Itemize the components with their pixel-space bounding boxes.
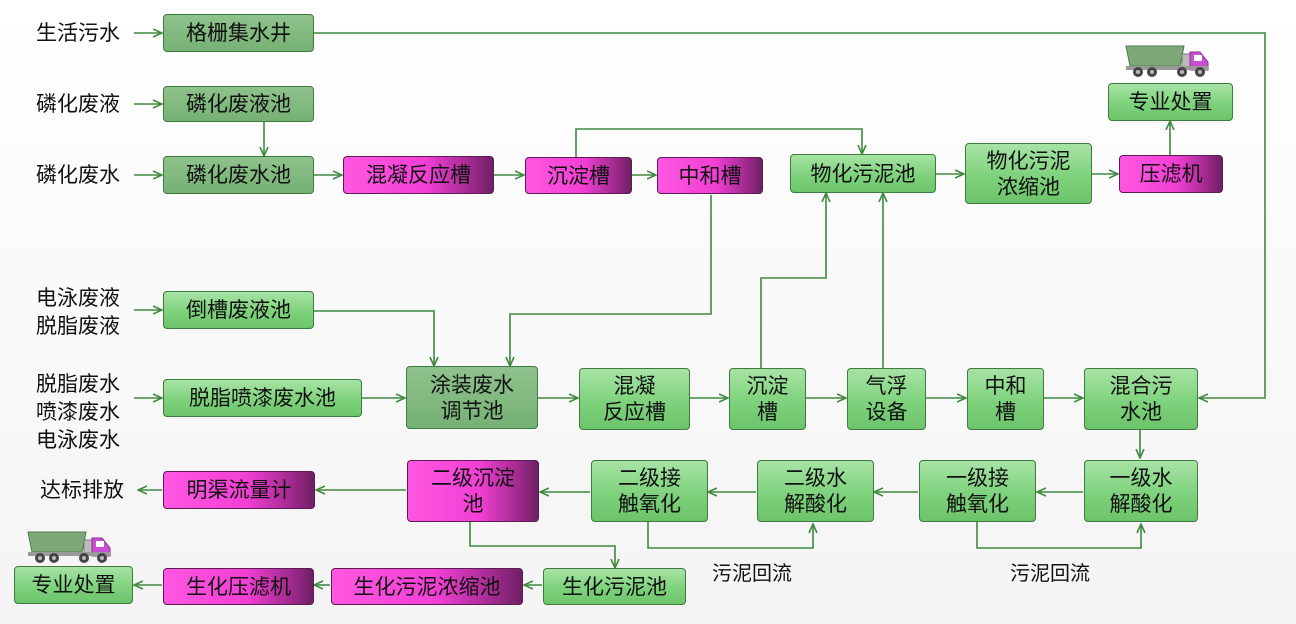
label-degrease-liquid: 脱脂废液 [36, 314, 120, 338]
bio-sludge-tank-box: 生化污泥池 [543, 568, 686, 605]
air-flotation-box: 气浮 设备 [847, 368, 926, 430]
edge-reflux-2 [647, 522, 813, 549]
phos-water-tank-box: 磷化废水池 [163, 156, 314, 194]
label-degrease-water: 脱脂废水 [36, 372, 120, 396]
hydrolysis-2-box: 二级水 解酸化 [757, 460, 874, 522]
contact-oxidation-2-box: 二级接 触氧化 [591, 460, 708, 522]
mixed-sewage-tank-box: 混合污 水池 [1084, 368, 1198, 430]
flow-meter-box: 明渠流量计 [163, 471, 315, 509]
neutral-tank-2-box: 中和 槽 [967, 368, 1044, 430]
label-phos-water: 磷化废水 [36, 163, 120, 187]
edge-sed2-physludge [760, 193, 826, 368]
truck-icon [27, 531, 111, 563]
sed-tank-1-box: 沉淀槽 [525, 157, 632, 194]
disposal-top-box: 专业处置 [1108, 83, 1233, 121]
disposal-bottom-box: 专业处置 [14, 566, 133, 604]
bio-filter-press-box: 生化压滤机 [163, 568, 314, 605]
phos-liquid-tank-box: 磷化废液池 [163, 86, 314, 122]
edge-neutral-equal [510, 195, 712, 366]
paint-equalization-tank-box: 涂装废水 调节池 [406, 366, 538, 429]
coag-tank-1-box: 混凝反应槽 [343, 156, 494, 194]
phys-sludge-tank-box: 物化污泥池 [790, 154, 936, 193]
edge-waste-equal [314, 310, 434, 366]
label-spray-water: 喷漆废水 [36, 400, 120, 424]
contact-oxidation-1-box: 一级接 触氧化 [919, 460, 1036, 522]
label-edeg-liquid: 电泳废液 [36, 286, 120, 310]
phys-sludge-thickener-box: 物化污泥 浓缩池 [965, 143, 1092, 204]
coag-tank-2-box: 混凝 反应槽 [579, 368, 690, 430]
sed-tank-2-box: 沉淀 槽 [729, 368, 806, 430]
neutral-tank-1-box: 中和槽 [657, 157, 763, 194]
edge-reflux-1 [976, 522, 1141, 549]
label-discharge: 达标排放 [40, 478, 124, 502]
label-phos-liquid: 磷化废液 [36, 92, 120, 116]
degrease-spray-tank-box: 脱脂喷漆废水池 [163, 379, 362, 417]
hydrolysis-1-box: 一级水 解酸化 [1084, 460, 1198, 522]
bio-sludge-thickener-box: 生化污泥浓缩池 [331, 568, 523, 605]
truck-icon [1125, 45, 1209, 77]
edge-sed-physludge [575, 128, 862, 157]
reflux-label-2: 污泥回流 [712, 561, 792, 585]
label-electro-water: 电泳废水 [36, 428, 120, 452]
tank-waste-liquid-box: 倒槽废液池 [163, 291, 314, 329]
filter-press-box: 压滤机 [1119, 155, 1223, 193]
label-domestic-sewage: 生活污水 [36, 21, 120, 45]
secondary-sed-tank-box: 二级沉淀 池 [407, 460, 539, 522]
reflux-label-1: 污泥回流 [1010, 561, 1090, 585]
grille-well-box: 格栅集水井 [163, 14, 314, 52]
edge-secsed-biosludge [469, 522, 615, 568]
edge-grille-mixtank [314, 32, 1266, 398]
